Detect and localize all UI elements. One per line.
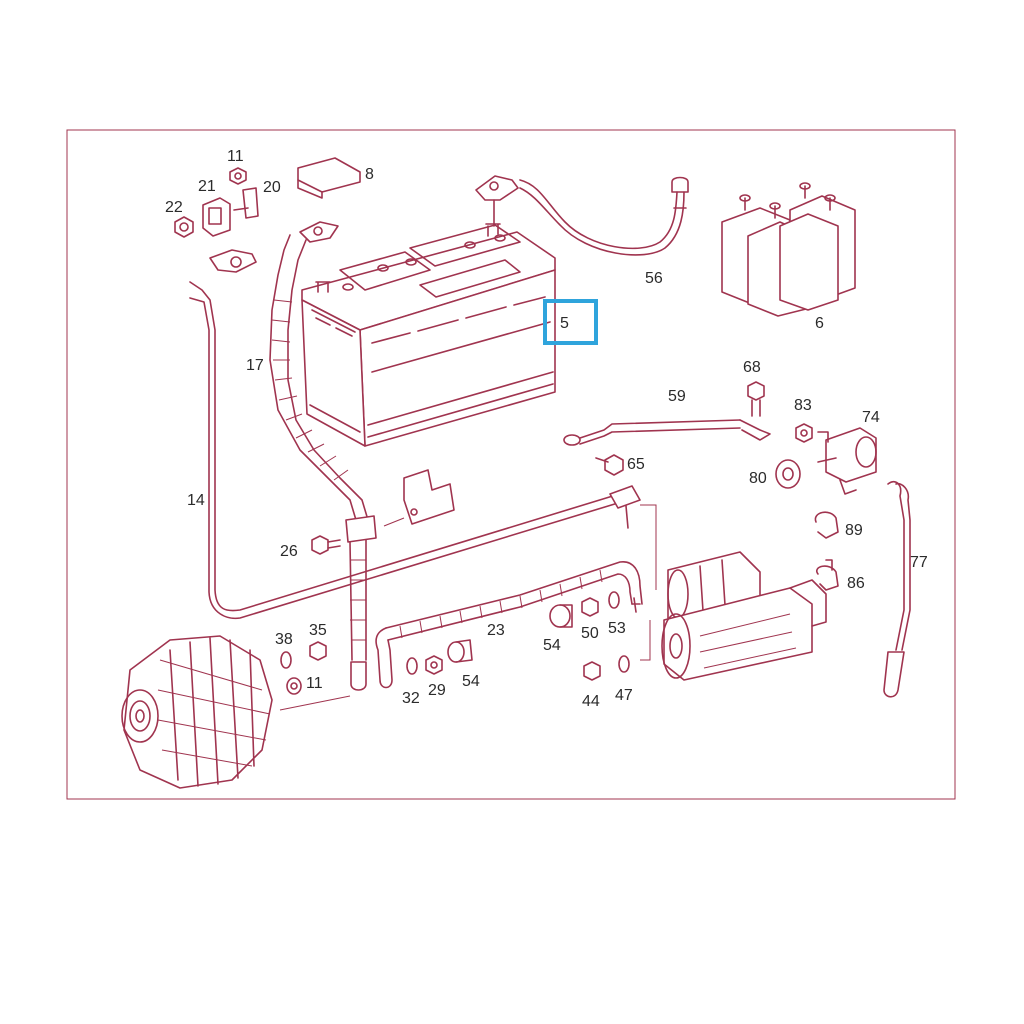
clamp-cover-8[interactable]	[297, 157, 361, 199]
cable-14[interactable]	[189, 249, 641, 620]
part-label-68[interactable]: 68	[743, 359, 761, 376]
bolt-65[interactable]	[595, 454, 624, 476]
terminal-block-74[interactable]	[817, 427, 877, 495]
nut-50[interactable]	[581, 597, 599, 617]
clamp-block-21[interactable]	[202, 197, 231, 237]
part-label-50[interactable]: 50	[581, 625, 599, 642]
part-label-35[interactable]: 35	[309, 622, 327, 639]
starter-motor-illustration[interactable]	[661, 551, 827, 681]
washer-38[interactable]	[280, 651, 292, 669]
clip-89[interactable]	[814, 511, 839, 539]
nut-29[interactable]	[425, 655, 443, 675]
part-label-77[interactable]: 77	[910, 554, 928, 571]
part-label-83[interactable]: 83	[794, 397, 812, 414]
leader-line-starter	[640, 504, 657, 661]
cable-17[interactable]	[269, 221, 377, 691]
part-label-22[interactable]: 22	[165, 199, 183, 216]
leader-line-bracket	[383, 517, 405, 527]
sleeve-54-lower[interactable]	[447, 639, 473, 663]
part-label-89[interactable]: 89	[845, 522, 863, 539]
part-label-86[interactable]: 86	[847, 575, 865, 592]
bolt-26[interactable]	[311, 535, 341, 555]
nut-35[interactable]	[309, 641, 327, 661]
bolt-68[interactable]	[747, 381, 765, 417]
clip-86[interactable]	[816, 559, 839, 591]
battery-illustration[interactable]	[301, 223, 556, 447]
nut-44[interactable]	[583, 661, 601, 681]
cable-77[interactable]	[883, 480, 911, 698]
part-label-54-upper[interactable]: 54	[543, 637, 561, 654]
part-label-21[interactable]: 21	[198, 178, 216, 195]
nut-80[interactable]	[775, 459, 801, 489]
part-label-47[interactable]: 47	[615, 687, 633, 704]
part-label-53[interactable]: 53	[608, 620, 626, 637]
part-label-11-lower[interactable]: 11	[306, 675, 323, 692]
washer-53[interactable]	[608, 591, 620, 609]
part-label-20[interactable]: 20	[263, 179, 281, 196]
nut-11-top[interactable]	[229, 167, 247, 185]
part-label-74[interactable]: 74	[862, 409, 880, 426]
part-label-56[interactable]: 56	[645, 270, 663, 287]
nut-83[interactable]	[795, 423, 829, 443]
part-labels: 11 8 21 20 22 56 6 5 17 68 59 83 74 65 8…	[165, 148, 928, 710]
part-label-65[interactable]: 65	[627, 456, 645, 473]
alternator-illustration[interactable]	[121, 635, 273, 789]
battery-cells-illustration[interactable]	[721, 182, 856, 317]
part-label-54-lower[interactable]: 54	[462, 673, 480, 690]
cable-56[interactable]	[475, 175, 689, 256]
sleeve-54-upper[interactable]	[549, 604, 573, 628]
part-label-14[interactable]: 14	[187, 492, 205, 509]
nut-11-lower[interactable]	[286, 677, 302, 695]
leader-line-alternator	[279, 695, 351, 711]
washer-32[interactable]	[406, 657, 418, 675]
part-label-38[interactable]: 38	[275, 631, 293, 648]
part-label-6[interactable]: 6	[815, 315, 824, 332]
bracket[interactable]	[403, 469, 455, 525]
part-label-8[interactable]: 8	[365, 166, 374, 183]
part-label-29[interactable]: 29	[428, 682, 446, 699]
part-label-23[interactable]: 23	[487, 622, 505, 639]
part-label-59[interactable]: 59	[668, 388, 686, 405]
part-label-11-top[interactable]: 11	[227, 148, 244, 165]
part-label-26[interactable]: 26	[280, 543, 298, 560]
part-label-44[interactable]: 44	[582, 693, 600, 710]
cable-59[interactable]	[563, 419, 771, 446]
nut-22[interactable]	[174, 216, 194, 238]
bolt-20[interactable]	[233, 187, 259, 219]
part-label-80[interactable]: 80	[749, 470, 767, 487]
part-label-17[interactable]: 17	[246, 357, 264, 374]
cable-23[interactable]	[375, 561, 643, 689]
part-label-32[interactable]: 32	[402, 690, 420, 707]
washer-47[interactable]	[618, 655, 630, 673]
diagram-frame	[66, 129, 956, 800]
highlight-box-5	[543, 299, 598, 345]
part-label-5[interactable]: 5	[560, 315, 569, 332]
